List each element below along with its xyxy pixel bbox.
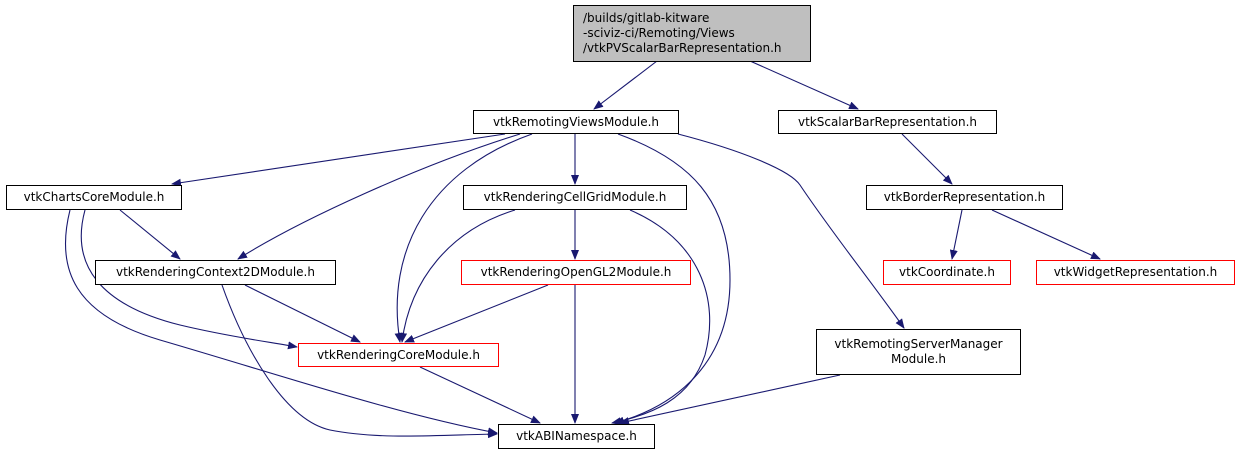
edge-charts-core-context2d bbox=[119, 209, 181, 260]
node-scalar-bar-representation[interactable]: vtkScalarBarRepresentation.h bbox=[778, 110, 997, 134]
node-remoting-server-manager-module[interactable]: vtkRemotingServerManager Module.h bbox=[816, 329, 1021, 375]
edge-root-remoting-views bbox=[593, 60, 658, 110]
edge-charts-core-abi bbox=[64, 209, 498, 436]
edge-root-scalar-bar bbox=[749, 60, 859, 110]
node-rendering-opengl2-module[interactable]: vtkRenderingOpenGL2Module.h bbox=[461, 260, 691, 285]
edge-cell-grid-rendering-core bbox=[399, 209, 516, 343]
node-remoting-views-module[interactable]: vtkRemotingViewsModule.h bbox=[473, 110, 679, 134]
node-charts-core-module[interactable]: vtkChartsCoreModule.h bbox=[6, 185, 182, 210]
node-coordinate[interactable]: vtkCoordinate.h bbox=[883, 260, 1011, 285]
edge-scalar-bar-border bbox=[901, 133, 953, 185]
edge-rendering-core-abi bbox=[419, 366, 541, 424]
node-widget-representation[interactable]: vtkWidgetRepresentation.h bbox=[1036, 260, 1235, 285]
edge-border-coordinate bbox=[949, 209, 963, 260]
edge-server-manager-abi bbox=[619, 374, 841, 425]
edge-remoting-views-context2d bbox=[237, 133, 521, 260]
node-abi-namespace[interactable]: vtkABINamespace.h bbox=[498, 424, 655, 449]
node-root-file[interactable]: /builds/gitlab-kitware -sciviz-ci/Remoti… bbox=[573, 5, 811, 62]
node-rendering-context2d-module[interactable]: vtkRenderingContext2DModule.h bbox=[95, 260, 336, 285]
edge-remoting-views-charts-core bbox=[171, 133, 506, 187]
edge-remoting-views-rendering-core bbox=[394, 133, 533, 343]
node-rendering-cell-grid-module[interactable]: vtkRenderingCellGridModule.h bbox=[463, 185, 687, 210]
edge-context2d-rendering-core bbox=[244, 284, 361, 343]
node-rendering-core-module[interactable]: vtkRenderingCoreModule.h bbox=[298, 343, 499, 367]
edge-remoting-views-server-manager bbox=[677, 133, 905, 329]
edge-cell-grid-abi bbox=[611, 209, 711, 426]
node-border-representation[interactable]: vtkBorderRepresentation.h bbox=[866, 185, 1063, 210]
edge-remoting-views-abi bbox=[614, 133, 731, 425]
edge-context2d-abi bbox=[221, 284, 498, 439]
edge-border-widget bbox=[991, 209, 1101, 260]
edge-opengl2-rendering-core bbox=[404, 284, 549, 343]
edge-charts-core-rendering-core bbox=[80, 209, 298, 350]
